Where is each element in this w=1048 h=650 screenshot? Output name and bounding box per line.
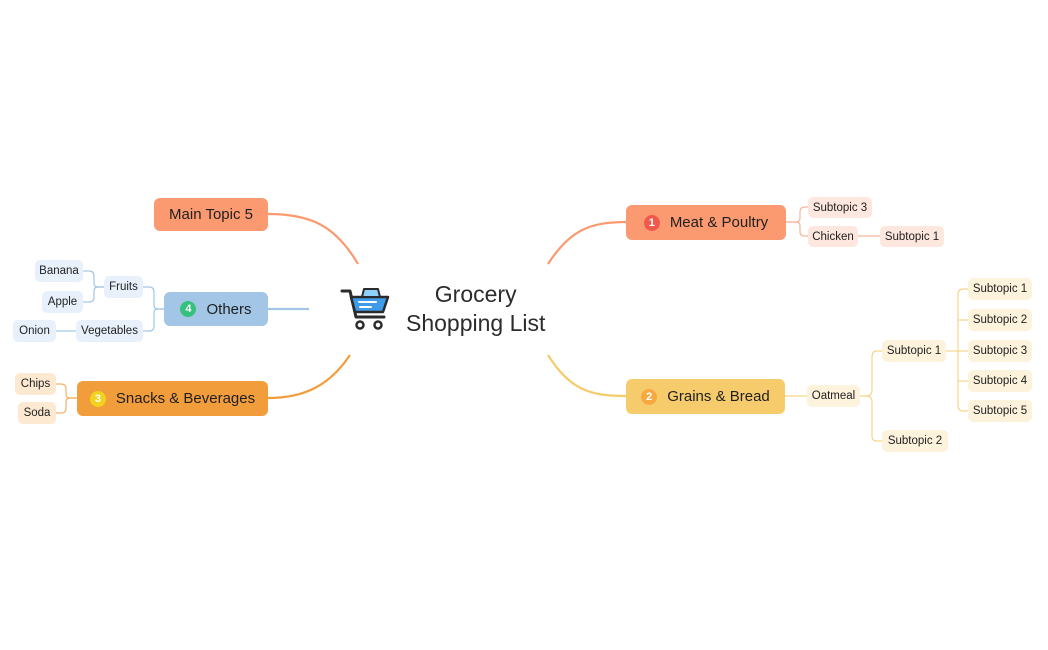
- central-topic[interactable]: Grocery Shopping List: [340, 278, 570, 340]
- subtopic-chicken[interactable]: Chicken: [808, 226, 858, 247]
- central-title: Grocery Shopping List: [406, 281, 546, 336]
- link-center-snacks: [267, 354, 351, 400]
- topic-label: Grains & Bread: [667, 388, 770, 405]
- topic-label: Main Topic 5: [169, 206, 253, 223]
- leaf-soda[interactable]: Soda: [18, 402, 56, 424]
- leaf-subtopic-1[interactable]: Subtopic 1: [968, 278, 1032, 300]
- leaf-onion[interactable]: Onion: [13, 320, 56, 342]
- topic-label: Snacks & Beverages: [115, 390, 256, 407]
- priority-3-badge: 3: [89, 390, 106, 407]
- priority-2-badge: 2: [641, 388, 658, 405]
- leaf-banana[interactable]: Banana: [35, 260, 83, 282]
- leaf-subtopic-4[interactable]: Subtopic 4: [968, 370, 1032, 392]
- leaf-subtopic-3[interactable]: Subtopic 3: [968, 340, 1032, 362]
- topic-grains-bread[interactable]: 2 Grains & Bread: [626, 379, 785, 414]
- topic-main-topic-5[interactable]: Main Topic 5: [154, 198, 268, 231]
- subtopic-fruits[interactable]: Fruits: [104, 276, 143, 298]
- link-center-topic5: [267, 212, 359, 265]
- priority-1-badge: 1: [643, 214, 660, 231]
- subtopic-oatmeal-subtopic2[interactable]: Subtopic 2: [882, 430, 948, 452]
- link-center-meat: [547, 220, 627, 265]
- subtopic-oatmeal-subtopic1[interactable]: Subtopic 1: [882, 340, 946, 362]
- link-center-grains: [547, 354, 627, 398]
- priority-4-badge: 4: [180, 301, 197, 317]
- topic-snacks-beverages[interactable]: 3 Snacks & Beverages: [77, 381, 268, 416]
- subtopic-oatmeal[interactable]: Oatmeal: [807, 385, 860, 407]
- leaf-chips[interactable]: Chips: [15, 373, 56, 395]
- topic-label: Others: [206, 300, 252, 318]
- leaf-subtopic-2[interactable]: Subtopic 2: [968, 309, 1032, 331]
- leaf-apple[interactable]: Apple: [42, 291, 83, 313]
- topic-label: Meat & Poultry: [669, 214, 769, 231]
- leaf-subtopic-5[interactable]: Subtopic 5: [968, 400, 1032, 422]
- subtopic-vegetables[interactable]: Vegetables: [76, 320, 143, 342]
- topic-others[interactable]: 4 Others: [164, 292, 268, 326]
- subtopic-chicken-subtopic1[interactable]: Subtopic 1: [880, 226, 944, 247]
- topic-meat-poultry[interactable]: 1 Meat & Poultry: [626, 205, 786, 240]
- subtopic-meat-subtopic3[interactable]: Subtopic 3: [808, 197, 872, 218]
- shopping-cart-icon: [340, 288, 390, 330]
